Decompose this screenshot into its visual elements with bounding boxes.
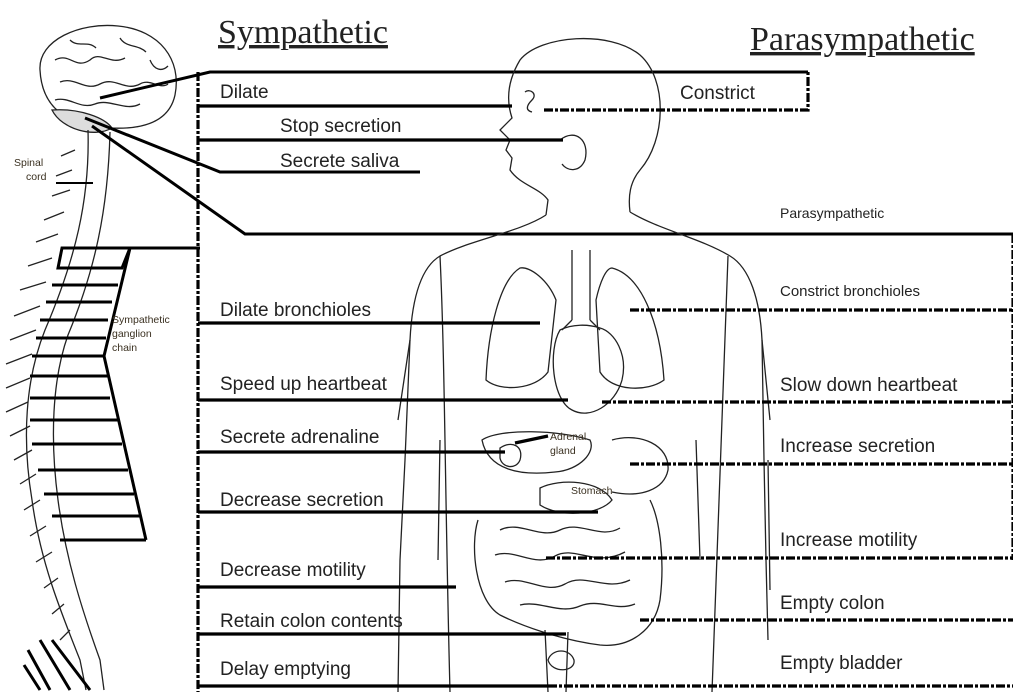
parasympathetic-effect-heart: Slow down heartbeat [780,375,958,396]
parasympathetic-effect-secretion: Increase secretion [780,436,935,457]
parasympathetic-effect-pupil: Constrict [680,83,756,104]
sympathetic-effect-bronchioles: Dilate bronchioles [220,300,371,321]
parasympathetic-nerve-label: Parasympathetic [780,205,884,221]
ganglion-chain-label-line3: chain [112,342,137,354]
sympathetic-effect-heart: Speed up heartbeat [220,374,388,395]
adrenal-gland-label: Adrenal [550,431,586,443]
sympathetic-effect-motility: Decrease motility [220,560,366,581]
parasympathetic-effect-bronchioles: Constrict bronchioles [780,283,920,300]
sympathetic-effect-bladder: Delay emptying [220,659,351,680]
sympathetic-heading: Sympathetic [218,14,388,51]
stomach-label: Stomach [571,485,613,497]
sympathetic-effect-colon: Retain colon contents [220,611,403,632]
sympathetic-effect-pupil: Dilate [220,82,269,103]
parasympathetic-effect-colon: Empty colon [780,593,885,614]
parasympathetic-effect-motility: Increase motility [780,530,918,551]
ganglion-chain-label-line2: ganglion [112,328,152,340]
human-body-drawing [398,39,770,692]
parasympathetic-effects: Constrict Constrict bronchioles Slow dow… [680,83,958,674]
ganglion-chain-label: Sympathetic [112,314,170,326]
sympathetic-effect-adrenal: Secrete adrenaline [220,427,380,448]
spinal-cord-label: Spinal [14,157,43,169]
sympathetic-effect-tears: Stop secretion [280,116,401,137]
adrenal-gland-label-line2: gland [550,445,576,457]
brain-and-spine-drawing [6,25,1013,690]
sympathetic-effect-saliva: Secrete saliva [280,151,400,172]
parasympathetic-effect-bladder: Empty bladder [780,653,903,674]
spinal-cord-label-line2: cord [26,171,47,183]
sympathetic-effect-secretion: Decrease secretion [220,490,384,511]
parasympathetic-heading: Parasympathetic [750,21,975,58]
